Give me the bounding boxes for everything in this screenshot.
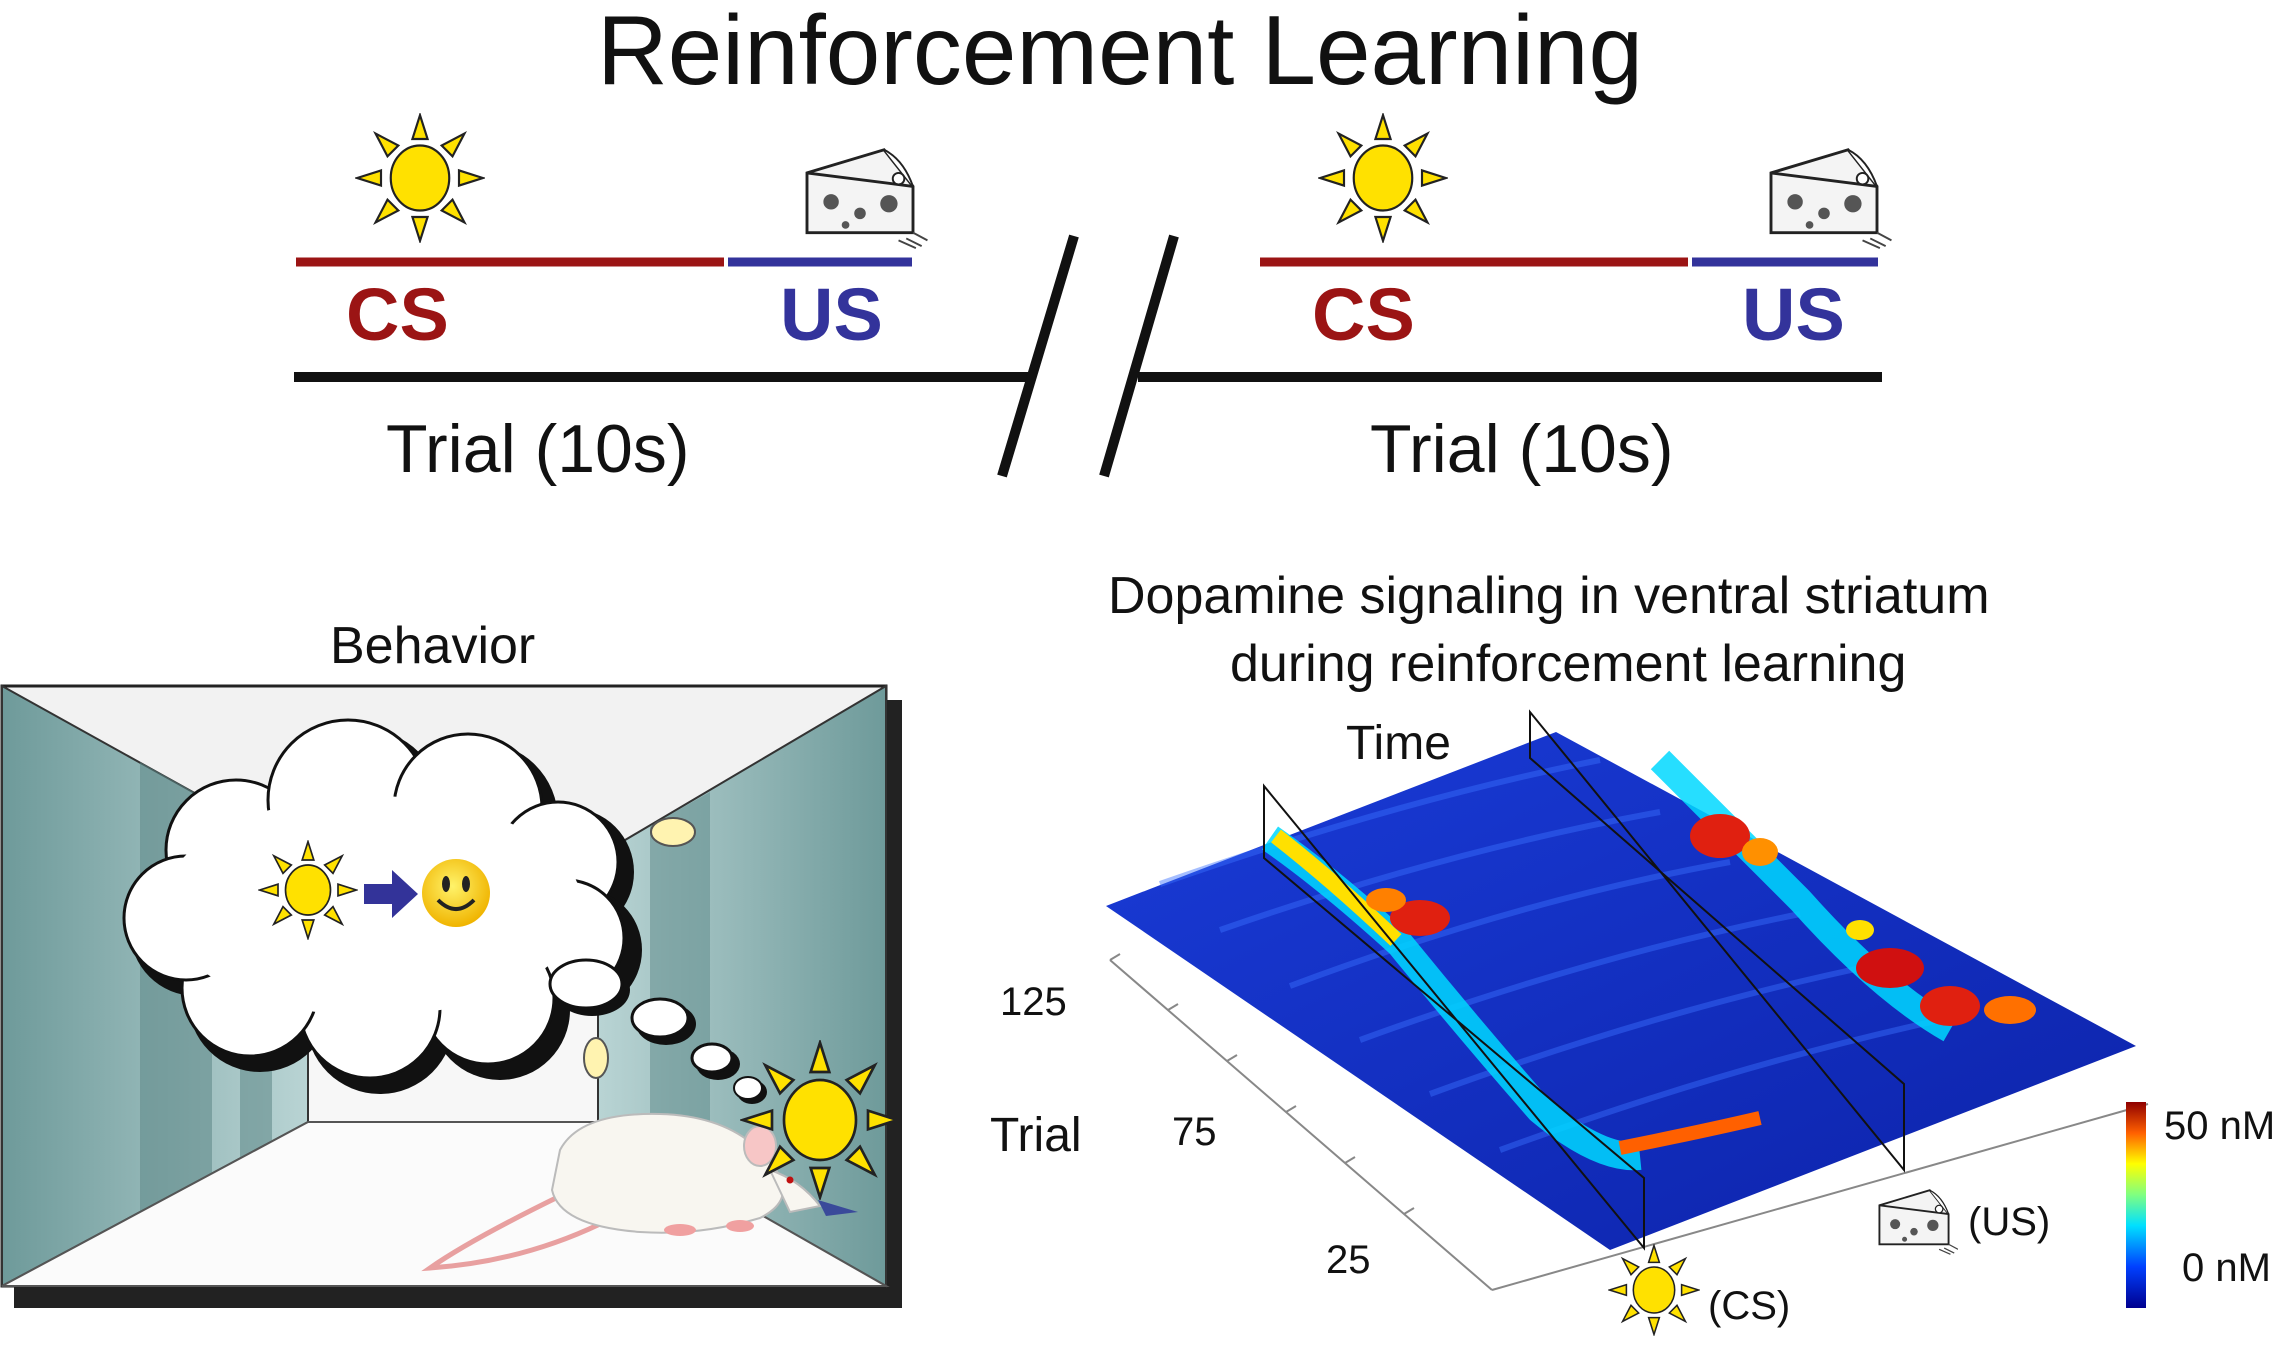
left-wall-panel-1	[140, 762, 212, 1214]
time-axis	[1491, 1103, 2149, 1291]
trial-label-left: Trial (10s)	[386, 411, 690, 487]
trial-tick-125: 125	[1000, 980, 1067, 1024]
behavior-box-shadow	[14, 700, 902, 1308]
colorbar-max-label: 50 nM	[2164, 1104, 2276, 1148]
behavior-title: Behavior	[330, 617, 536, 675]
cheese-icon-us-marker	[1878, 1189, 1958, 1256]
cs-response-ridge	[1261, 826, 1762, 1171]
cue-light-1	[650, 817, 696, 847]
behavior-box	[0, 684, 888, 1288]
dopamine-title-line2: during reinforcement learning	[1230, 635, 1907, 693]
dopamine-title-line1: Dopamine signaling in ventral striatum	[1108, 567, 1990, 625]
cue-light-2	[583, 1037, 609, 1079]
break-slash-2	[1099, 234, 1179, 478]
trial-tick-75: 75	[1172, 1110, 1217, 1154]
sun-icon-cs-marker	[1608, 1244, 1700, 1336]
cs-label-left: CS	[346, 273, 449, 356]
colorbar	[2126, 1102, 2146, 1308]
sun-icon-cue	[741, 1041, 899, 1199]
sun-icon-thought	[258, 840, 358, 940]
us-response-ridge	[1650, 750, 2036, 1042]
us-event-label: (US)	[1968, 1200, 2051, 1244]
trial-axis	[1109, 959, 1493, 1291]
trial-label-right: Trial (10s)	[1370, 411, 1674, 487]
time-axis-label: Time	[1346, 717, 1451, 770]
timeline-break	[997, 234, 1179, 478]
nose-poke-port	[818, 1200, 858, 1216]
surface-base	[1106, 732, 2136, 1250]
main-title: Reinforcement Learning	[597, 0, 1643, 105]
left-wall-panel-2	[240, 818, 272, 1158]
right-wall	[597, 684, 887, 1288]
sun-icon-cs-left	[356, 114, 484, 242]
us-label-right: US	[1742, 273, 1845, 356]
behavior-illustration	[0, 684, 902, 1308]
us-label-left: US	[780, 273, 883, 356]
colorbar-min-label: 0 nM	[2182, 1246, 2271, 1290]
cs-label-right: CS	[1312, 273, 1415, 356]
break-slash-1	[997, 234, 1079, 478]
sun-icon-cs-right	[1319, 114, 1447, 242]
back-wall	[307, 855, 599, 1123]
thought-cloud	[122, 718, 767, 1104]
us-event-plane	[1529, 709, 1905, 1173]
cheese-icon-us-right	[1769, 148, 1892, 250]
smiley-icon	[422, 859, 490, 927]
trial-axis-label: Trial	[990, 1109, 1082, 1162]
rat-illustration	[421, 1112, 858, 1272]
cs-event-plane	[1263, 783, 1645, 1251]
left-wall	[0, 684, 309, 1288]
surface-ripples	[1159, 757, 1941, 1153]
cs-event-label: (CS)	[1708, 1284, 1791, 1328]
trial-axis-ticks	[1109, 953, 1415, 1215]
cheese-icon-us-left	[805, 148, 928, 250]
arrow-icon	[364, 870, 418, 918]
floor	[1, 1121, 890, 1287]
right-wall-panel	[650, 792, 710, 1160]
trial-tick-25: 25	[1326, 1238, 1371, 1282]
